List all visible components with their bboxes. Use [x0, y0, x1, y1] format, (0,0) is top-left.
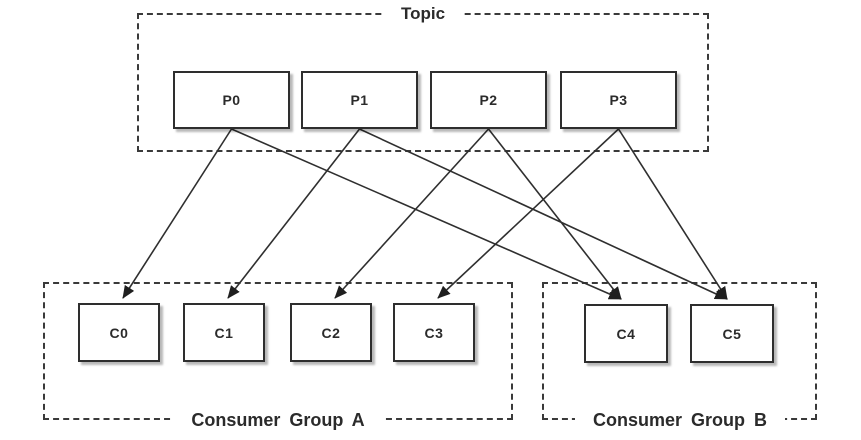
- consumer-group-a-label: Consumer Group A: [173, 408, 383, 433]
- arrow-p0-c0: [122, 128, 233, 299]
- arrow-p3-c5: [617, 128, 728, 300]
- consumer-box-c1: C1: [183, 303, 265, 362]
- consumer-box-c0: C0: [78, 303, 160, 362]
- arrow-p2-c2: [334, 128, 490, 299]
- partition-box-p0: P0: [173, 71, 290, 129]
- arrow-p1-c1: [227, 128, 361, 299]
- arrow-p0-c4: [231, 128, 622, 300]
- arrow-p3-c3: [437, 128, 620, 299]
- consumer-group-b-label: Consumer Group B: [574, 408, 786, 433]
- arrow-p1-c5: [359, 128, 728, 300]
- topic-label: Topic: [384, 3, 462, 24]
- consumer-box-c5: C5: [690, 304, 774, 363]
- partition-box-p1: P1: [301, 71, 418, 129]
- consumer-box-c4: C4: [584, 304, 668, 363]
- arrow-p2-c4: [487, 128, 622, 300]
- partition-box-p3: P3: [560, 71, 677, 129]
- consumer-box-c3: C3: [393, 303, 475, 362]
- partition-box-p2: P2: [430, 71, 547, 129]
- consumer-box-c2: C2: [290, 303, 372, 362]
